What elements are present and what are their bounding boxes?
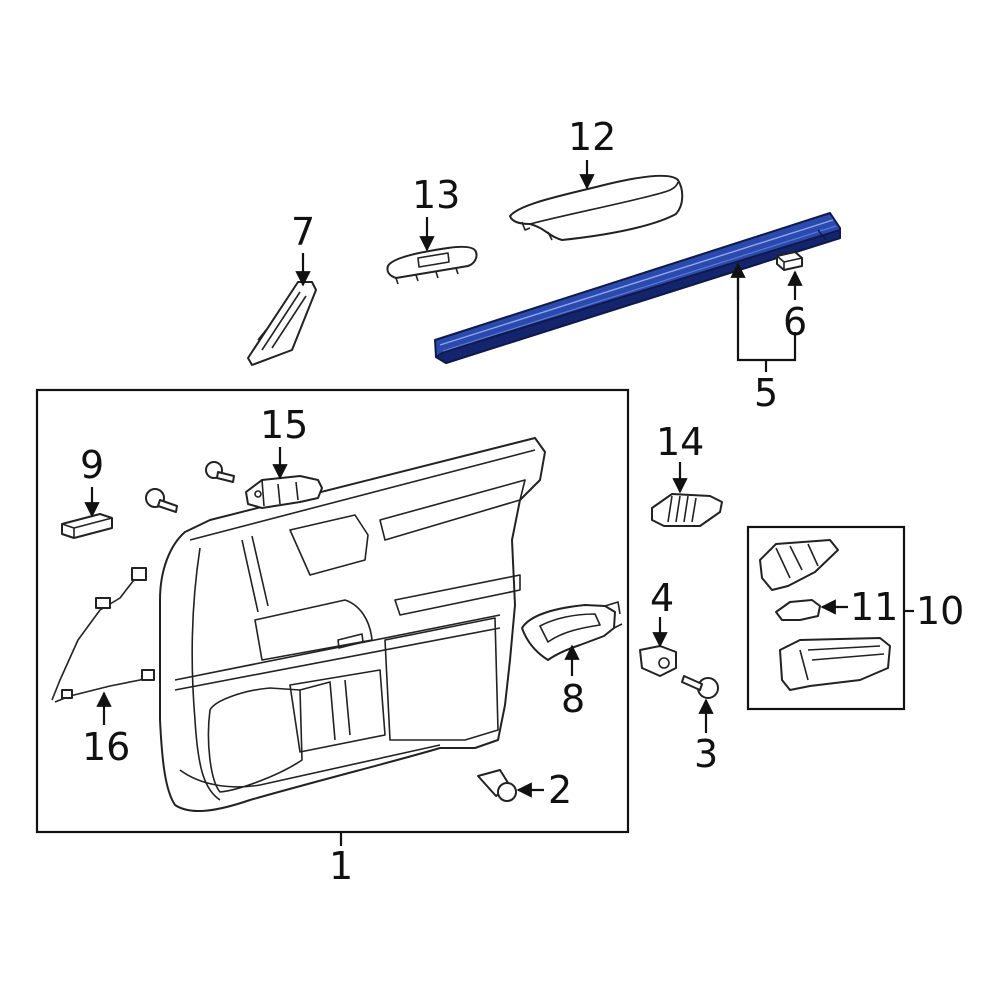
callout-8: 8 bbox=[561, 677, 585, 721]
fastener-screw-b[interactable] bbox=[145, 488, 178, 513]
part-6-clip[interactable] bbox=[776, 251, 803, 271]
part-16-wire-harness[interactable] bbox=[51, 567, 155, 703]
callout-2: 2 bbox=[548, 768, 572, 812]
part-12-armrest-pad[interactable] bbox=[509, 174, 684, 241]
fastener-screw-a[interactable] bbox=[205, 461, 235, 483]
callout-11: 11 bbox=[850, 585, 898, 629]
part-3-screw[interactable] bbox=[681, 675, 719, 699]
callout-12: 12 bbox=[568, 115, 616, 159]
part-14-lamp[interactable] bbox=[651, 493, 723, 527]
part-1-door-trim-panel[interactable] bbox=[159, 437, 546, 812]
part-10-pocket-assembly[interactable] bbox=[759, 539, 891, 691]
callout-10: 10 bbox=[916, 589, 964, 633]
callout-4: 4 bbox=[650, 576, 674, 620]
callout-7: 7 bbox=[291, 210, 315, 254]
part-13-switch-bezel[interactable] bbox=[386, 245, 478, 285]
callout-5: 5 bbox=[754, 371, 778, 415]
callout-14: 14 bbox=[656, 420, 704, 464]
belt-moulding-edge bbox=[435, 229, 841, 364]
part-10-group-frame bbox=[746, 525, 906, 711]
callout-9: 9 bbox=[80, 443, 104, 487]
callout-13: 13 bbox=[412, 173, 460, 217]
part-7-corner-trim[interactable] bbox=[247, 281, 317, 366]
callout-labels: 12 13 7 6 5 15 9 14 4 11 10 8 16 3 2 1 bbox=[80, 115, 964, 888]
callout-15: 15 bbox=[260, 403, 308, 447]
leader-lines bbox=[84, 160, 914, 846]
callout-1: 1 bbox=[329, 844, 353, 888]
part-4-clip[interactable] bbox=[639, 645, 677, 677]
door-panel-group-frame bbox=[35, 388, 630, 834]
callout-6: 6 bbox=[783, 300, 807, 344]
part-11-bulb[interactable] bbox=[775, 599, 821, 621]
part-9-clip[interactable] bbox=[61, 513, 113, 539]
callout-16: 16 bbox=[82, 725, 130, 769]
part-2-clip[interactable] bbox=[477, 769, 517, 802]
callout-3: 3 bbox=[694, 732, 718, 776]
part-5-belt-moulding[interactable] bbox=[434, 212, 841, 364]
